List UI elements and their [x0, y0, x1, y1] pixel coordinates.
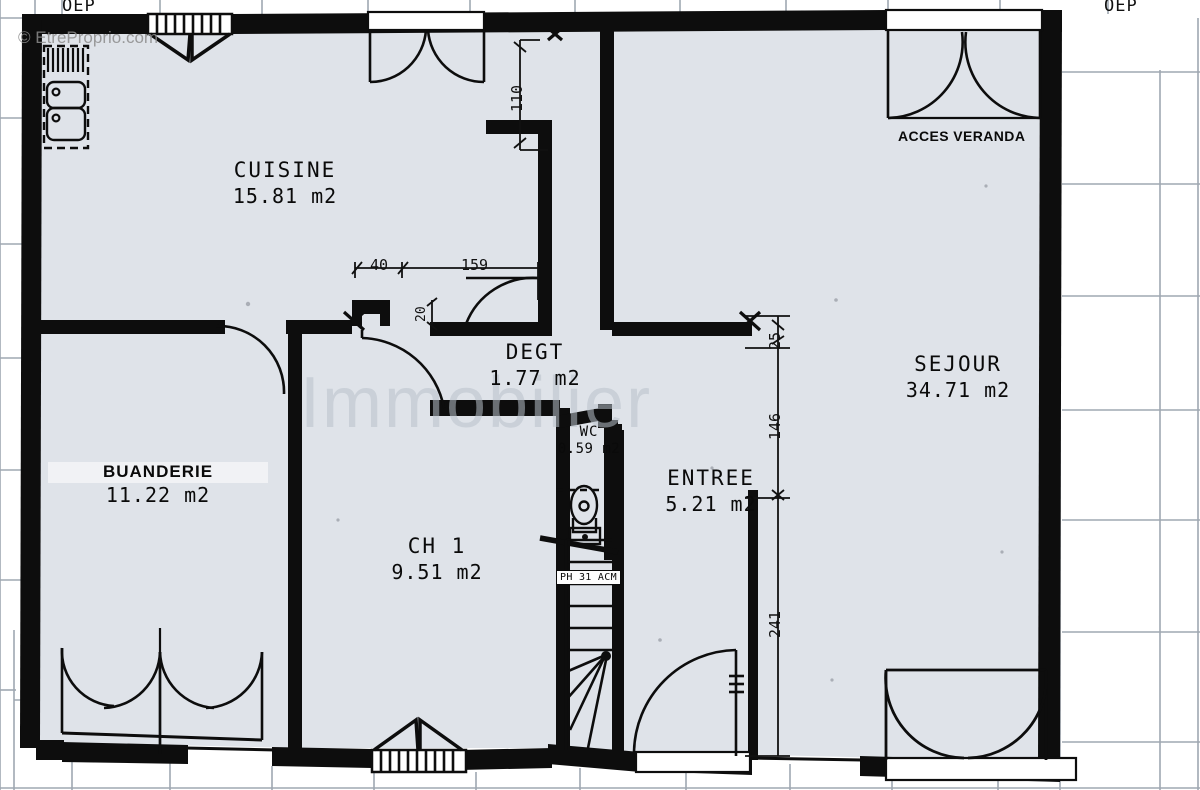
dimension-lines [351, 39, 790, 757]
kitchen-fixture [42, 44, 90, 150]
door-degt-ch1 [360, 330, 446, 409]
plan-speckles [245, 184, 1004, 682]
window-ch1-bottom [370, 716, 468, 774]
door-buanderie [215, 324, 286, 395]
wall-break-marks [342, 26, 762, 332]
door-cuisine-top [366, 10, 486, 84]
window-kitchen-top [146, 12, 234, 64]
house-interior-fill [30, 14, 1058, 762]
door-entree [632, 648, 752, 774]
window-sejour-bottom [884, 668, 1078, 782]
door-acces-veranda [884, 8, 1044, 120]
interior-walls [36, 14, 758, 760]
door-cuisine-degt [464, 276, 539, 325]
window-buanderie-bottom [60, 628, 264, 754]
wc-toilet-fixture [556, 484, 604, 546]
staircase [539, 535, 619, 750]
